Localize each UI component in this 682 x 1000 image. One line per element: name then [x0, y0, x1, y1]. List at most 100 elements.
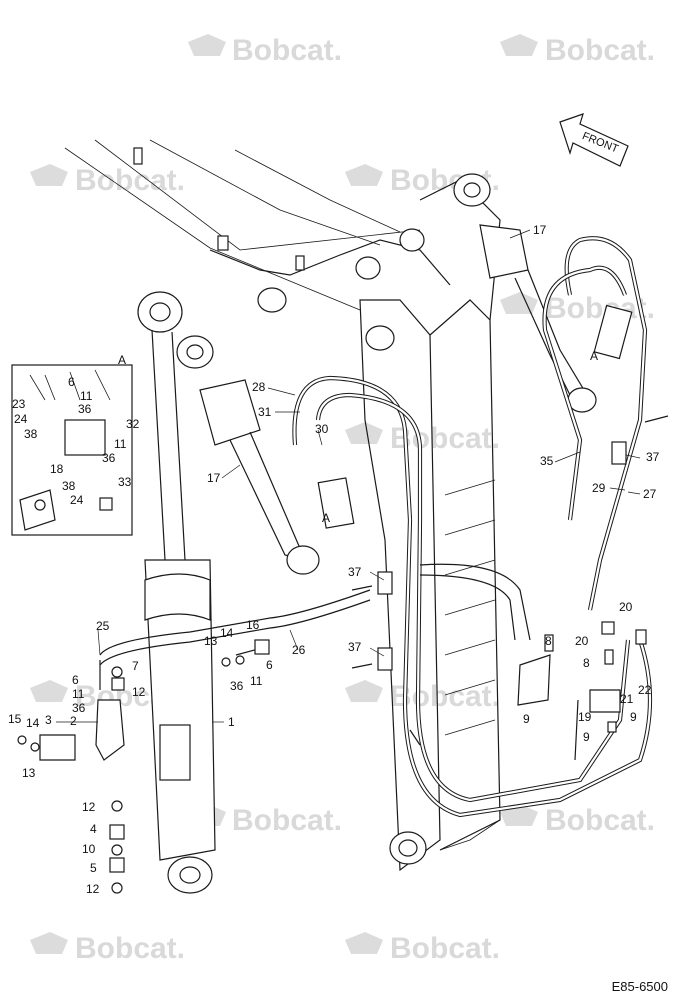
watermark-top-right: Bobcat.: [500, 34, 655, 67]
detail-a-inset: A: [11, 353, 133, 536]
callout-21: 21: [620, 692, 634, 706]
callout-9-mid: 9: [583, 730, 590, 744]
callout-28: 28: [252, 380, 266, 394]
watermark-text: Bobcat.: [545, 804, 655, 837]
bobcat-logo-icon: [345, 422, 383, 444]
callout-36-inset-top: 36: [78, 402, 92, 416]
watermark-text: Bobcat.: [390, 422, 500, 455]
bobcat-logo-icon: [500, 292, 538, 314]
callout-6-mid: 6: [266, 658, 273, 672]
callout-24-bottom: 24: [70, 493, 84, 507]
callout-19: 19: [578, 710, 592, 724]
leader-lines: [56, 229, 641, 723]
callout-20-top: 20: [619, 600, 633, 614]
front-label: FRONT: [580, 130, 620, 155]
callout-26: 26: [292, 643, 306, 657]
callout-38-bottom: 38: [62, 479, 76, 493]
detail-a-marker-left: A: [322, 511, 330, 525]
callout-32: 32: [126, 417, 140, 431]
callout-38-top: 38: [24, 427, 38, 441]
bobcat-logo-icon: [30, 680, 68, 702]
valve-assembly: [17, 639, 270, 894]
callout-11-inset-top: 11: [80, 389, 93, 403]
callout-12-bottom: 12: [86, 882, 100, 896]
detail-a-label: A: [118, 353, 126, 367]
watermark-text: Bobcat.: [75, 164, 185, 197]
callout-30: 30: [315, 422, 329, 436]
callout-36-left: 36: [72, 701, 86, 715]
callout-13-left: 13: [22, 766, 36, 780]
watermark-text: Bobcat.: [390, 932, 500, 965]
watermark-row4-mid: Bobcat.: [345, 680, 500, 713]
boom-structure: [64, 139, 501, 872]
hoses: [99, 236, 653, 818]
callout-22: 22: [638, 683, 652, 697]
callout-18: 18: [50, 462, 64, 476]
callout-17-left: 17: [207, 471, 221, 485]
callout-9-right: 9: [630, 710, 637, 724]
watermark-bottom-mid: Bobcat.: [345, 932, 500, 965]
callout-14-mid: 14: [220, 626, 234, 640]
main-cylinder: [137, 291, 216, 894]
callout-8-left: 8: [545, 634, 552, 648]
callout-6-inset: 6: [68, 375, 75, 389]
bobcat-logo-icon: [30, 164, 68, 186]
callout-36-inset-mid: 36: [102, 451, 116, 465]
callout-1: 1: [228, 715, 235, 729]
callout-8-right: 8: [583, 656, 590, 670]
callouts: 1 2 3 4 5 6 6 6 7 8 8 9 9 9 10 11 11 11 …: [8, 223, 660, 896]
callout-25: 25: [96, 619, 110, 633]
valve-block: [64, 419, 106, 456]
watermark-top-left: Bobcat.: [188, 34, 342, 67]
watermark-row2-left: Bobcat.: [30, 164, 185, 197]
boom-cylinder-left: [176, 335, 355, 575]
callout-37-right: 37: [646, 450, 660, 464]
callout-29: 29: [592, 481, 606, 495]
callout-4: 4: [90, 822, 97, 836]
callout-2: 2: [70, 714, 77, 728]
callout-13-mid: 13: [204, 634, 218, 648]
callout-36-mid: 36: [230, 679, 244, 693]
callout-11-mid: 11: [250, 674, 263, 688]
callout-11-inset-mid: 11: [114, 437, 127, 451]
watermark-text: Bobcat.: [545, 34, 655, 67]
arm-cylinder-right: [453, 173, 633, 413]
bobcat-logo-icon: [345, 680, 383, 702]
document-number: E85-6500: [611, 979, 668, 994]
bobcat-logo-icon: [30, 932, 68, 954]
callout-17-right: 17: [533, 223, 547, 237]
bobcat-logo-icon: [500, 34, 538, 56]
detail-a-frame: [11, 364, 133, 536]
callout-35: 35: [540, 454, 554, 468]
callout-3: 3: [45, 713, 52, 727]
callout-31: 31: [258, 405, 272, 419]
callout-14-left: 14: [26, 716, 40, 730]
watermark-text: Bobcat.: [232, 804, 342, 837]
bobcat-logo-icon: [345, 932, 383, 954]
callout-7: 7: [132, 659, 139, 673]
watermark-row3: Bobcat.: [345, 422, 500, 455]
callout-33: 33: [118, 475, 132, 489]
callout-15: 15: [8, 712, 22, 726]
callout-9-left: 9: [523, 712, 530, 726]
callout-20-left: 20: [575, 634, 589, 648]
callout-23: 23: [12, 397, 26, 411]
callout-11-left: 11: [72, 687, 85, 701]
callout-5: 5: [90, 861, 97, 875]
callout-16: 16: [246, 618, 260, 632]
detail-a-marker-right: A: [590, 349, 598, 363]
callout-12-right: 12: [132, 685, 146, 699]
watermark-bottom-left: Bobcat.: [30, 932, 185, 965]
watermark-row5-right: Bobcat.: [500, 804, 655, 837]
front-direction-arrow: FRONT: [559, 113, 629, 167]
callout-6-left: 6: [72, 673, 79, 687]
callout-12-mid: 12: [82, 800, 96, 814]
watermark-text: Bobcat.: [390, 680, 500, 713]
watermark-text: Bobcat.: [75, 932, 185, 965]
callout-24-top: 24: [14, 412, 28, 426]
bobcat-logo-icon: [188, 34, 226, 56]
fittings: [351, 415, 669, 761]
callout-37-upper: 37: [348, 565, 362, 579]
callout-27: 27: [643, 487, 657, 501]
